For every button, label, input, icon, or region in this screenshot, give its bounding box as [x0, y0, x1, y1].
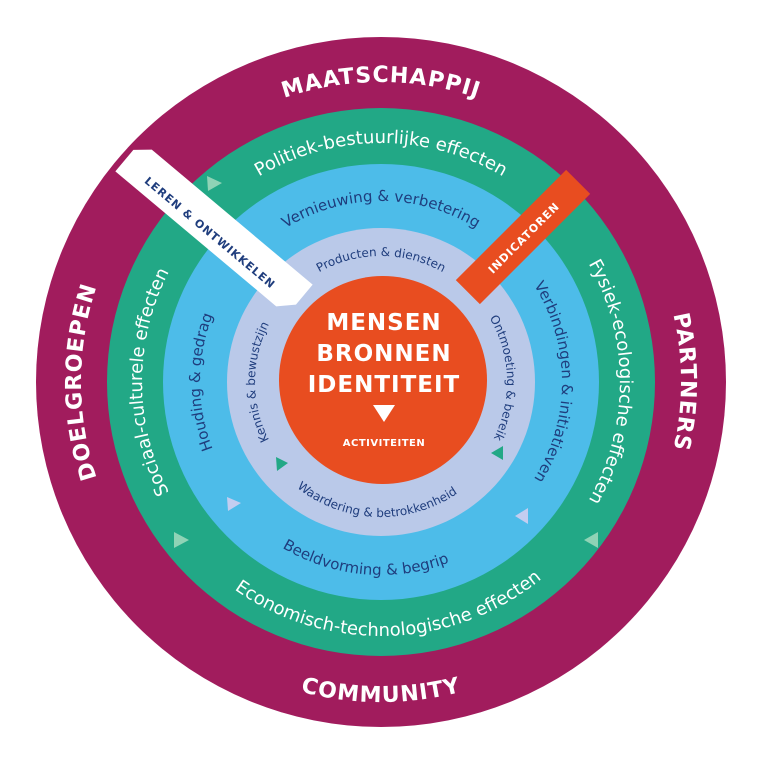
lavender-ring-triangle-icon — [491, 446, 503, 460]
core-activities-label: ACTIVITEITEN — [343, 438, 425, 449]
core-circle — [279, 276, 487, 484]
core-line-1: MENSEN — [326, 310, 441, 336]
core-line-3: IDENTITEIT — [308, 372, 461, 398]
core-line-2: BRONNEN — [316, 341, 451, 367]
green-ring-triangle-icon — [584, 532, 598, 548]
green-ring-triangle-icon — [174, 532, 189, 548]
lavender-ring-triangle-icon — [276, 457, 288, 471]
down-triangle-icon — [373, 405, 395, 422]
green-ring-triangle-icon — [207, 176, 222, 191]
blue-ring-triangle-icon — [227, 497, 241, 511]
blue-ring-triangle-icon — [515, 508, 528, 524]
